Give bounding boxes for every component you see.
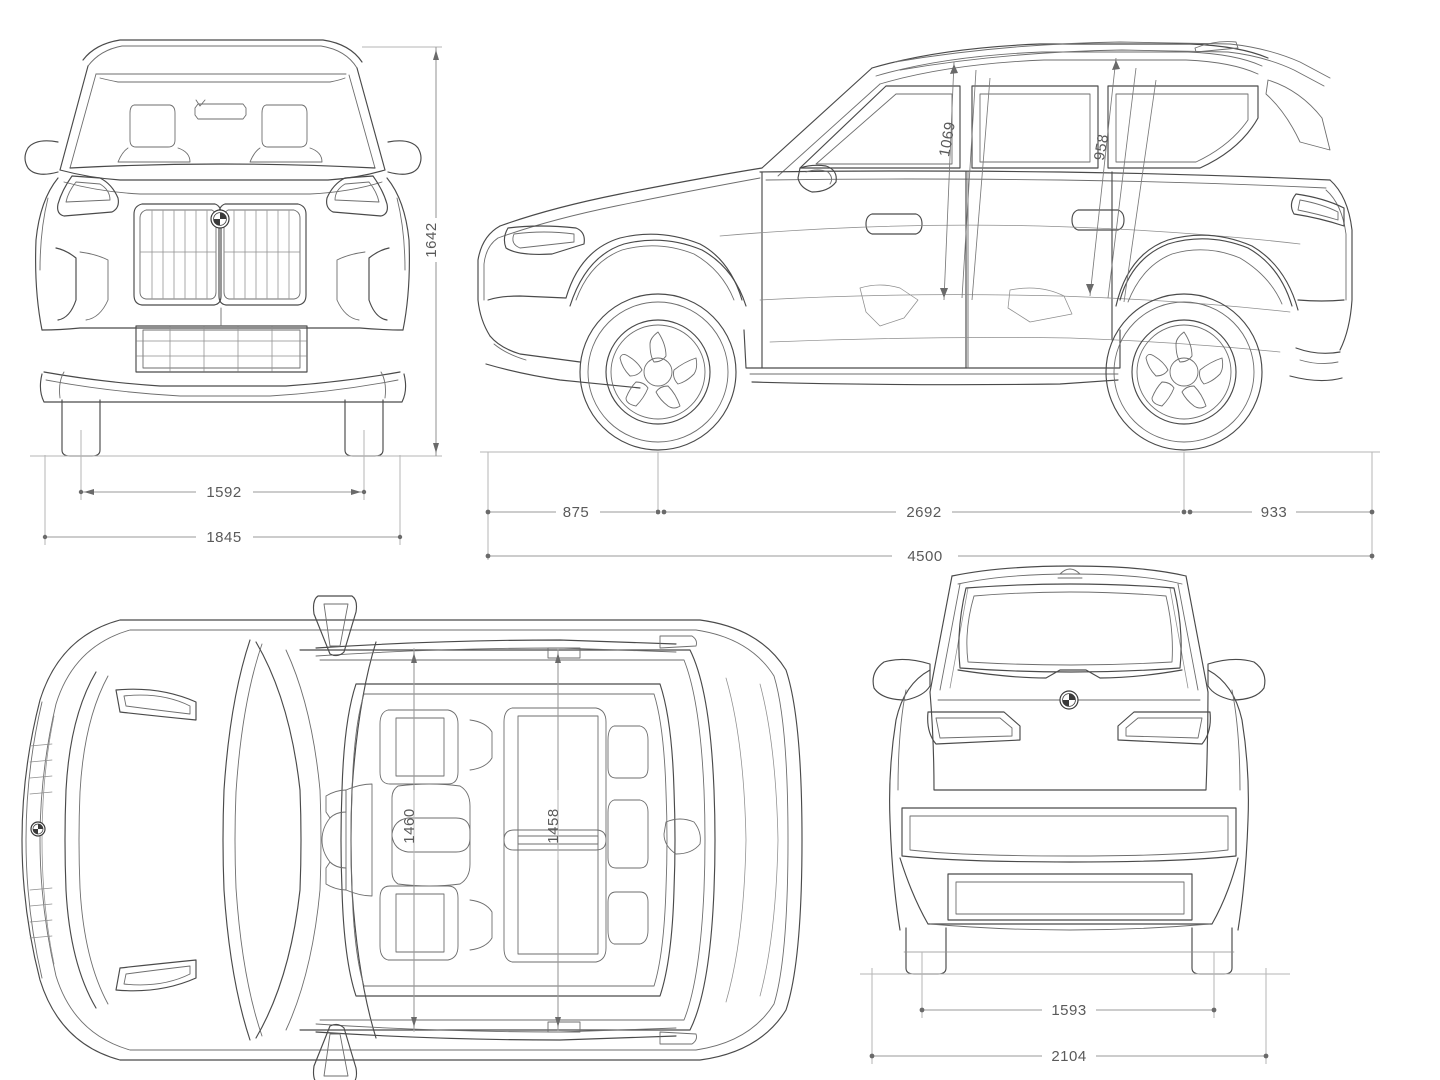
side-view: 1069 958 875 2692 93 — [477, 41, 1380, 565]
dimension-label-front-shoulder-room: 1460 — [401, 808, 418, 843]
bmw-roundel-icon-front — [210, 209, 230, 229]
dimension-overall-height: 1642 — [100, 46, 442, 457]
dimension-label-front-headroom: 1069 — [936, 120, 959, 158]
bmw-roundel-icon-rear — [1059, 690, 1079, 710]
dimension-rear-track: 1593 — [919, 952, 1217, 1019]
dimension-label-front-overhang: 875 — [563, 504, 590, 521]
headroom-leaders — [940, 57, 1157, 303]
dimension-front-track: 1592 — [78, 430, 367, 501]
dimension-label-front-track: 1592 — [206, 484, 241, 501]
dimension-label-overall-length: 4500 — [907, 548, 942, 565]
dimension-label-rear-shoulder-room: 1458 — [545, 808, 562, 843]
dimension-label-wheelbase: 2692 — [906, 504, 941, 521]
front-view: 1642 1592 1845 — [24, 39, 442, 546]
dimension-width-with-mirrors: 2104 — [869, 968, 1269, 1065]
dimension-front-shoulder-room: 1460 — [401, 648, 418, 1032]
dimension-label-rear-headroom: 958 — [1091, 133, 1112, 162]
bmw-roundel-icon-top — [30, 821, 46, 837]
dimension-label-overall-height: 1642 — [423, 222, 440, 257]
dimension-chain-side: 875 2692 933 4500 — [485, 452, 1375, 565]
rear-view: 1593 2104 — [860, 565, 1290, 1065]
top-view: 1460 1458 — [21, 595, 803, 1080]
dimension-label-width-with-mirrors: 2104 — [1051, 1048, 1086, 1065]
dimension-label-overall-width: 1845 — [206, 529, 241, 546]
dimension-label-rear-track: 1593 — [1051, 1002, 1086, 1019]
dimension-label-rear-overhang: 933 — [1261, 504, 1288, 521]
dimension-rear-shoulder-room: 1458 — [545, 648, 562, 1032]
dimension-overall-width: 1845 — [42, 455, 403, 546]
